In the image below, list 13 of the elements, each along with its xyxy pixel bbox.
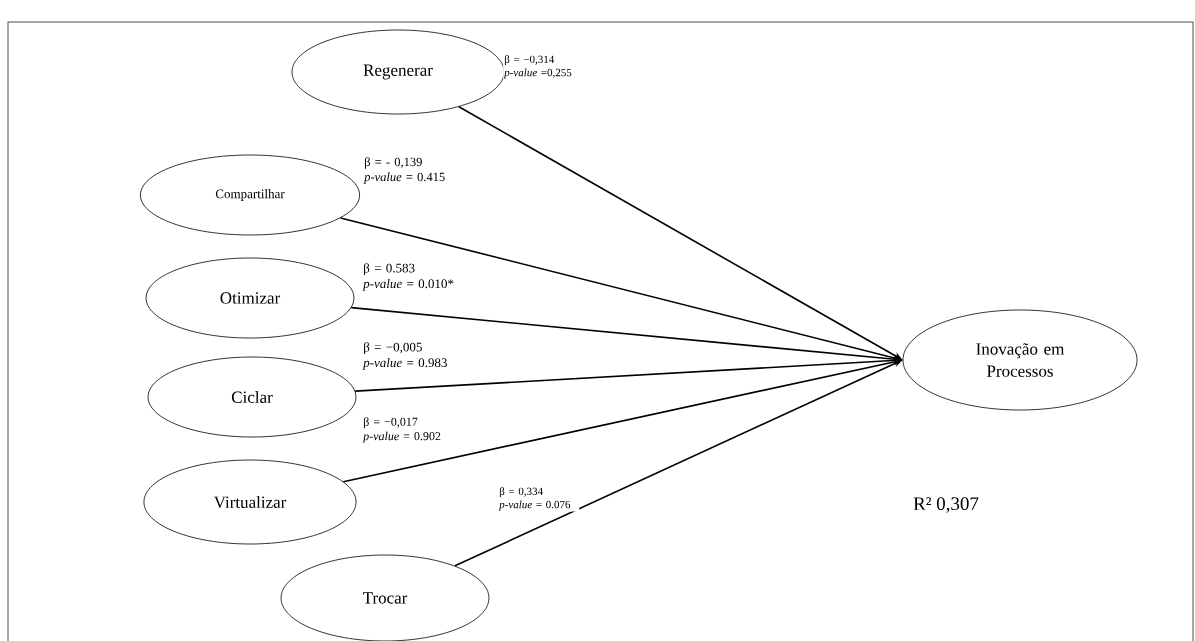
ellipse-node: Compartilhar xyxy=(140,154,360,236)
edge-label: β = −0,314 p-value =0,255 xyxy=(503,55,572,79)
ellipse-node: Regenerar xyxy=(291,29,505,115)
ellipse-node: Inovação em Processos xyxy=(902,309,1138,411)
ellipse-node: Virtualizar xyxy=(143,459,357,545)
ellipse-node: Ciclar xyxy=(147,356,357,438)
edge-label: β = −0,017 p-value = 0.902 xyxy=(362,417,441,443)
edge-label: β = - 0,139 p-value = 0.415 xyxy=(363,157,445,184)
ellipse-node: Otimizar xyxy=(145,257,355,339)
edge-label: β = 0,334 p-value = 0.076 xyxy=(498,487,571,511)
r-squared-label: R² 0,307 xyxy=(913,497,979,513)
edge-label: β = −0,005 p-value = 0.983 xyxy=(362,342,447,370)
edge-label: β = 0.583 p-value = 0.010* xyxy=(362,263,454,291)
